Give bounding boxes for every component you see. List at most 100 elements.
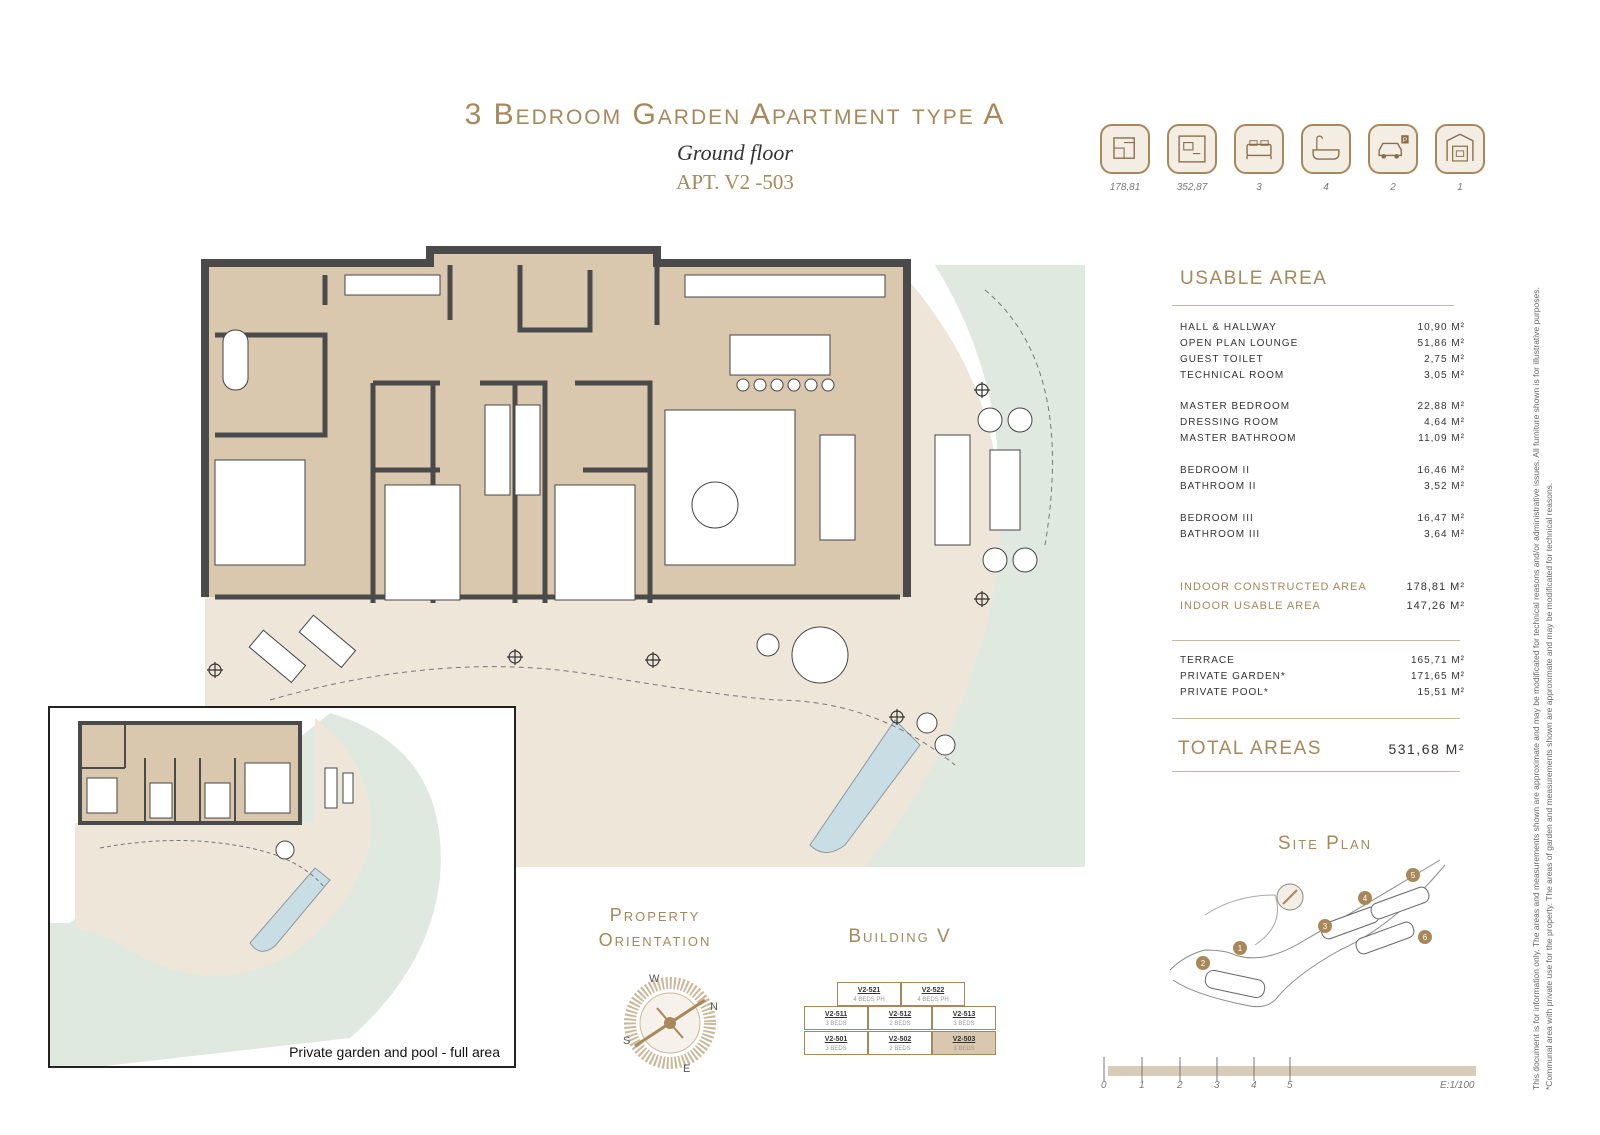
feature-value: 352,87 xyxy=(1176,182,1208,193)
unit-beds: 3 BEDS xyxy=(953,1021,975,1027)
area-value: 3,64 M² xyxy=(1424,529,1465,540)
plot-plan-icon xyxy=(1167,124,1217,174)
divider xyxy=(1172,640,1460,641)
garden-lights xyxy=(207,382,990,725)
area-value: 178,81 M² xyxy=(1406,581,1465,593)
building-title: Building V xyxy=(848,926,952,947)
unit-code: V2-502 xyxy=(888,1036,912,1043)
svg-text:2: 2 xyxy=(1201,959,1206,968)
compass-west-label: W xyxy=(649,973,660,985)
wardrobe xyxy=(484,404,511,496)
svg-text:3: 3 xyxy=(1323,922,1328,931)
unit-beds: 3 BEDS xyxy=(953,1046,975,1052)
divider xyxy=(1172,718,1460,719)
area-label: HALL & HALLWAY xyxy=(1180,322,1277,333)
kitchen-counter xyxy=(684,274,886,298)
sun-lounger xyxy=(248,629,307,684)
outdoor-table xyxy=(791,626,849,684)
scale-tick-label: 1 xyxy=(1139,1080,1145,1091)
exterior-walls xyxy=(201,246,911,597)
outdoor-sofa xyxy=(934,434,971,546)
scale-tick-label: 0 xyxy=(1101,1080,1107,1091)
floor-subtitle: Ground floor xyxy=(677,140,793,165)
unit-code: V2-503 xyxy=(952,1036,976,1043)
area-row: PRIVATE POOL*15,51 M² xyxy=(1180,687,1465,703)
orientation-title-line: Orientation xyxy=(598,930,712,950)
feature-value: 178,81 xyxy=(1109,182,1141,193)
compass-icon xyxy=(1276,883,1304,911)
bed-icon xyxy=(1234,124,1284,174)
garden-path xyxy=(269,666,956,766)
area-label: BEDROOM II xyxy=(1180,465,1251,476)
scale-ticks xyxy=(1103,1057,1291,1081)
feature-value: 3 xyxy=(1256,182,1262,193)
site-plan-title: Site Plan xyxy=(1277,833,1373,854)
unit-cell: V2-502 2 BEDS xyxy=(868,1031,932,1055)
area-row: BEDROOM II 16,46 M² xyxy=(1180,465,1465,481)
bathtub-icon xyxy=(1301,124,1351,174)
area-label: DRESSING ROOM xyxy=(1180,417,1280,428)
feature-value: 1 xyxy=(1457,182,1463,193)
area-value: 171,65 M² xyxy=(1410,671,1465,682)
divider xyxy=(1172,305,1454,306)
disclaimer-line: This document is for information only. T… xyxy=(1531,287,1541,1090)
area-value: 4,64 M² xyxy=(1424,417,1465,428)
unit-code: V2-522 xyxy=(921,987,945,994)
unit-code: V2-513 xyxy=(952,1011,976,1018)
feature-value: 2 xyxy=(1390,182,1396,193)
floorplan-icon xyxy=(1100,124,1150,174)
area-label: INDOOR USABLE AREA xyxy=(1180,600,1321,612)
unit-cell: V2-512 2 BEDS xyxy=(868,1006,932,1030)
bed-iii xyxy=(554,484,636,601)
unit-cell: V2-513 3 BEDS xyxy=(932,1006,996,1030)
area-value: 3,05 M² xyxy=(1424,370,1465,381)
svg-text:4: 4 xyxy=(1363,894,1368,903)
inset-caption: Private garden and pool - full area xyxy=(289,1044,500,1060)
area-label: PRIVATE GARDEN* xyxy=(1180,671,1286,682)
total-areas-label: TOTAL AREAS xyxy=(1178,738,1322,759)
disclaimer-line: *Communal area with private use for the … xyxy=(1544,482,1554,1090)
unit-beds: 2 BEDS xyxy=(889,1046,911,1052)
unit-code: V2-521 xyxy=(857,987,881,994)
area-value: 165,71 M² xyxy=(1410,655,1465,666)
area-value: 147,26 M² xyxy=(1406,600,1465,612)
total-areas-value: 531,68 M² xyxy=(1388,741,1465,757)
wardrobe xyxy=(514,404,541,496)
unit-beds: 4 BEDS PH xyxy=(853,997,885,1003)
inset-plan xyxy=(50,713,441,1066)
area-value: 2,75 M² xyxy=(1424,354,1465,365)
area-label: BATHROOM II xyxy=(1180,481,1257,492)
area-label: MASTER BATHROOM xyxy=(1180,433,1297,444)
compass-rose-icon: N S E W xyxy=(623,973,718,1075)
page-title: 3 Bedroom Garden Apartment type A xyxy=(464,98,1006,131)
scale-tick-label: 5 xyxy=(1287,1080,1293,1091)
area-row: TERRACE 165,71 M² xyxy=(1180,655,1465,671)
svg-text:1: 1 xyxy=(1238,944,1243,953)
unit-beds: 3 BEDS xyxy=(825,1021,847,1027)
svg-text:5: 5 xyxy=(1411,871,1416,880)
area-label: TERRACE xyxy=(1180,655,1235,666)
area-row: BATHROOM II 3,52 M² xyxy=(1180,481,1465,497)
feature-value: 4 xyxy=(1323,182,1329,193)
area-label: PRIVATE POOL* xyxy=(1180,687,1269,698)
area-label: BEDROOM III xyxy=(1180,513,1254,524)
unit-code: V2-501 xyxy=(824,1036,848,1043)
storage-icon xyxy=(1435,124,1485,174)
scale-ratio: E:1/100 xyxy=(1440,1080,1475,1091)
unit-cell-highlighted: V2-503 3 BEDS xyxy=(932,1031,996,1055)
kitchen-island xyxy=(729,334,831,376)
orientation-title-line: Property xyxy=(609,905,701,925)
inset-full-garden: Private garden and pool - full area xyxy=(48,706,516,1068)
area-value: 16,46 M² xyxy=(1417,465,1465,476)
area-value: 3,52 M² xyxy=(1424,481,1465,492)
unit-beds: 2 BEDS xyxy=(889,1021,911,1027)
scale-tick-label: 2 xyxy=(1177,1080,1183,1091)
site-plan-map: 1 2 3 4 5 6 xyxy=(1169,859,1446,1008)
coffee-table xyxy=(691,481,739,529)
unit-code: V2-512 xyxy=(888,1011,912,1018)
